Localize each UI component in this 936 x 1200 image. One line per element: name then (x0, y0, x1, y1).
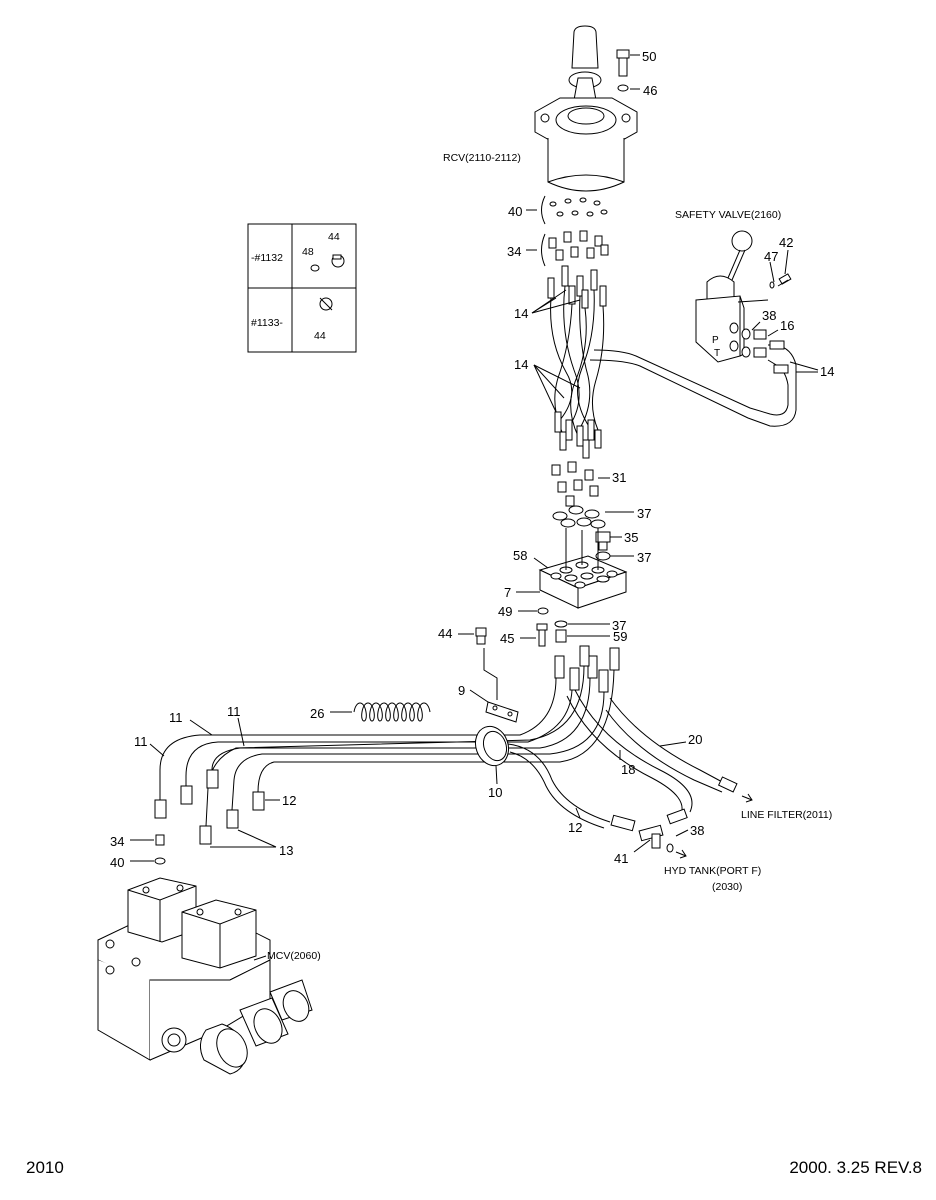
bolt-50 (616, 49, 630, 77)
part-number-18: 18 (621, 762, 635, 777)
port-p-letter: P (712, 335, 719, 346)
hoses-11 (159, 665, 615, 827)
mcv-main-control-valve (97, 877, 313, 1075)
hoses-14-bundle (547, 265, 607, 459)
part-number-42: 42 (779, 235, 793, 250)
inset-serial-1133: #1133- (251, 317, 283, 329)
part-number-26: 26 (310, 706, 324, 721)
adapters-34 (548, 230, 609, 261)
part-number-35: 35 (624, 530, 638, 545)
safety-valve-assembly: P T (695, 230, 753, 363)
clamp-9 (485, 701, 519, 723)
o-rings-37-upper (552, 505, 606, 529)
part-number-14-safety: 14 (820, 364, 834, 379)
washer-49 (537, 607, 549, 615)
part-number-13: 13 (279, 843, 293, 858)
part-number-38-upper: 38 (762, 308, 776, 323)
part-number-7: 7 (504, 585, 511, 600)
part-number-40-lower: 40 (110, 855, 124, 870)
part-number-41: 41 (614, 851, 628, 866)
inset-serial-1132: -#1132 (251, 252, 283, 264)
part-number-59: 59 (613, 629, 627, 644)
tee-fitting-41 (638, 824, 664, 849)
part-number-14-middle: 14 (514, 357, 528, 372)
spring-guard-26 (353, 702, 431, 722)
hose-18 (574, 689, 693, 813)
o-ring-38-lower (666, 843, 674, 853)
part-number-11-c: 11 (134, 734, 148, 749)
connectors-31 (551, 461, 599, 507)
washer-46 (617, 84, 629, 92)
part-number-16: 16 (780, 318, 794, 333)
o-ring-40-lower (154, 857, 166, 865)
hyd-tank-code: (2030) (712, 881, 742, 893)
part-number-20: 20 (688, 732, 702, 747)
revision-date: 2000. 3.25 REV.8 (789, 1158, 922, 1177)
part-number-31: 31 (612, 470, 626, 485)
part-number-49: 49 (498, 604, 512, 619)
inset-part-44-upper: 44 (328, 231, 340, 243)
bolt-45 (536, 623, 548, 647)
part-number-34-upper: 34 (507, 244, 521, 259)
safety-valve-label: SAFETY VALVE(2160) (675, 209, 781, 221)
line-filter-label: LINE FILTER(2011) (741, 809, 832, 821)
part-number-34-lower: 34 (110, 834, 124, 849)
part-number-45: 45 (500, 631, 514, 646)
part-number-37-upper: 37 (637, 506, 651, 521)
adapter-59 (555, 629, 567, 643)
page-number: 2010 (26, 1158, 64, 1177)
hyd-tank-label: HYD TANK(PORT F) (664, 865, 761, 877)
hose-12-tank (507, 743, 611, 823)
hose-end-fittings (154, 769, 265, 846)
inset-part-48: 48 (302, 246, 314, 258)
part-number-46: 46 (643, 83, 657, 98)
part-number-11-a: 11 (169, 710, 183, 725)
part-number-14-upper: 14 (514, 306, 528, 321)
part-number-50: 50 (642, 49, 656, 64)
o-ring-37-lower (554, 620, 568, 628)
o-ring-47 (769, 281, 775, 289)
part-number-40-upper: 40 (508, 204, 522, 219)
part-number-12-left: 12 (282, 793, 296, 808)
part-number-12-right: 12 (568, 820, 582, 835)
part-number-38-lower: 38 (690, 823, 704, 838)
bolt-44 (475, 627, 487, 645)
rcv-label: RCV(2110-2112) (443, 152, 521, 164)
part-number-11-b: 11 (227, 704, 241, 719)
hose-14-safety-valve (589, 344, 797, 427)
part-number-10: 10 (488, 785, 502, 800)
port-t-letter: T (714, 348, 720, 359)
o-rings-40 (549, 197, 608, 217)
part-number-37-middle: 37 (637, 550, 651, 565)
adapters-16 (753, 329, 767, 358)
part-number-58: 58 (513, 548, 527, 563)
part-number-47: 47 (764, 249, 778, 264)
hose-20 (609, 697, 727, 785)
rcv-joystick-assembly (534, 25, 638, 192)
mcv-label: MCV(2060) (267, 950, 321, 962)
o-ring-38-upper (741, 328, 751, 340)
protective-sleeve-10 (474, 725, 510, 767)
inset-part-44-lower: 44 (314, 330, 326, 342)
serial-inset-table (247, 223, 357, 353)
part-number-9: 9 (458, 683, 465, 698)
manifold-block-7 (538, 528, 628, 609)
bolt-42 (777, 273, 792, 287)
part-number-44: 44 (438, 626, 452, 641)
lower-hose-fittings (554, 645, 620, 693)
part-number-37-lower: 37 (612, 618, 626, 633)
